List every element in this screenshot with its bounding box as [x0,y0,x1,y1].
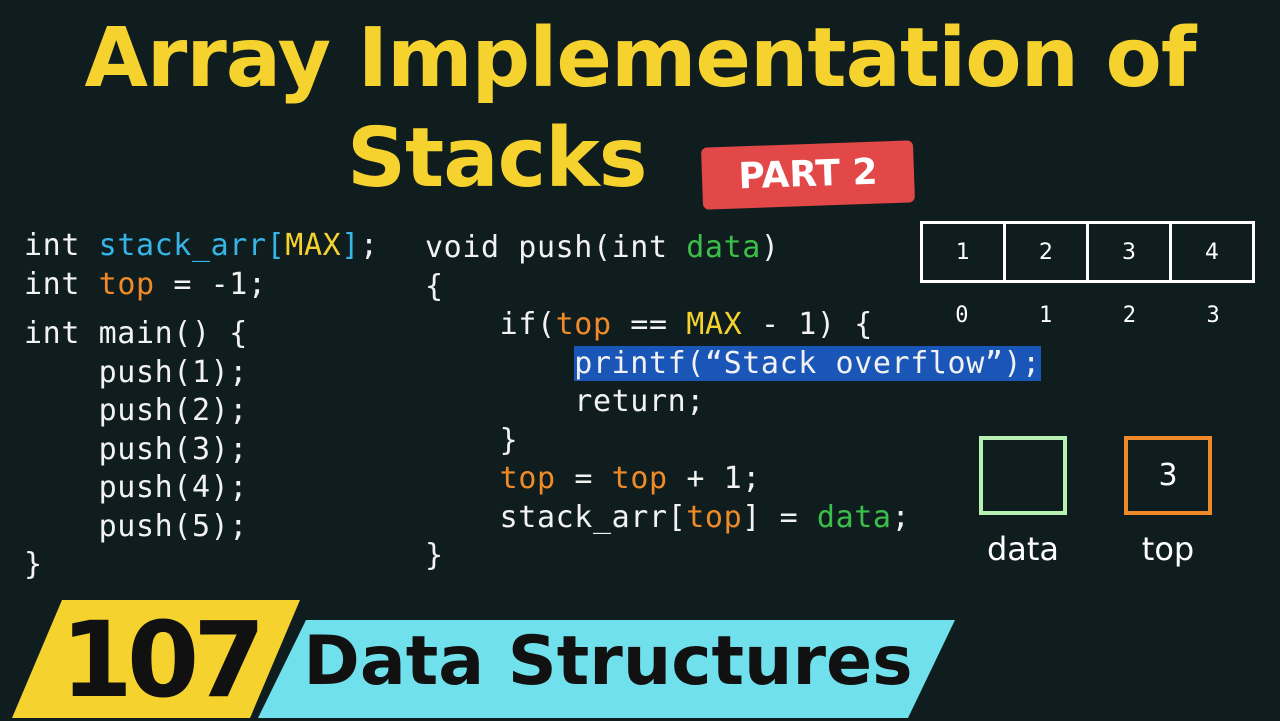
array-cell: 4 [1205,239,1219,265]
series-banner [0,598,1280,720]
episode-number: 107 [60,599,265,721]
title-line-1: Array Implementation of [84,11,1196,106]
code-line-push-4: return; [425,384,705,419]
code-push-function: void push(int data) { if(top == MAX - 1)… [425,229,1041,576]
data-variable-label: data [986,530,1060,568]
array-index-row: 0 1 2 3 [920,303,1255,328]
code-line-push-3: printf(“Stack overflow”); [425,345,1041,381]
series-parallelogram [258,620,955,718]
code-line-main-5: push(5); [24,508,248,544]
code-line-push-2: if(top == MAX - 1) { [425,307,873,342]
code-line-main-4: push(4); [24,470,248,505]
data-variable-box [979,436,1067,515]
code-line-main-2: push(2); [24,393,248,428]
title-line-2: Stacks [347,111,648,206]
code-globals: int stack_arr[MAX]; int top = -1; [24,227,379,304]
array-index: 3 [1206,303,1220,328]
code-main: int main() { push(1); push(2); push(3); … [24,315,248,585]
top-variable-label: top [1141,530,1195,568]
code-line-globals-1: int top = -1; [24,266,267,302]
code-line-push-0: void push(int data) [425,230,780,265]
code-line-push-1: { [425,268,444,304]
code-line-push-6: top = top + 1; [499,461,761,496]
array-index: 0 [955,303,969,328]
array-cell: 2 [1006,224,1089,280]
code-line-push-8: } [425,538,444,573]
code-line-globals-0: int stack_arr[MAX]; [24,228,379,263]
stack-array: 1 2 3 4 [920,221,1255,283]
code-line-main-3: push(3); [24,431,248,467]
array-index: 2 [1122,303,1136,328]
array-cell: 3 [1089,224,1172,280]
number-parallelogram [12,600,300,718]
series-title: Data Structures [303,622,913,701]
code-line-push-7: stack_arr[top] = data; [425,499,911,535]
code-line-main-0: int main() { [24,316,248,351]
code-line-push-5: } [425,422,519,458]
code-line-main-1: push(1); [24,354,248,390]
code-line-main-6: } [24,547,43,582]
part-badge: PART 2 [700,140,916,210]
array-index: 1 [1039,303,1053,328]
banner-shapes [12,600,955,718]
top-variable-box: 3 [1124,436,1212,515]
highlighted-code: printf(“Stack overflow”); [574,345,1041,381]
array-cell: 1 [923,224,1006,280]
